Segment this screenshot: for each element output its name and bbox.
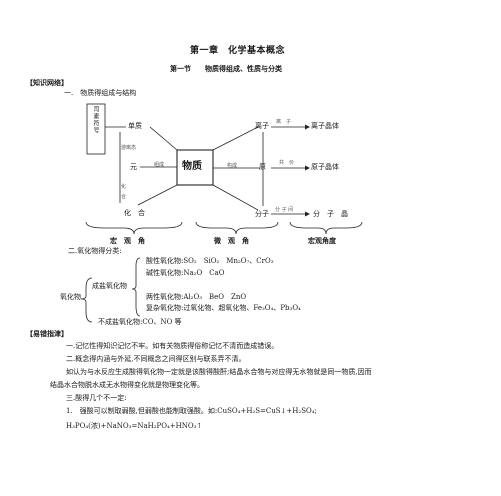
pitfall-line-5: 三.酸得几个不一定: — [66, 394, 127, 402]
node-atom: 原 — [259, 163, 266, 171]
left-box-label: 司素符号 — [92, 106, 99, 134]
oxide-root: 氧化物 — [60, 293, 81, 301]
node-ionic-crystal: 离子晶体 — [311, 122, 339, 130]
pitfall-line-6: 1. 强酸可以制取弱酸,但弱酸也能制取强酸。如:CuSO₄+H₂S=CuS↓+H… — [66, 407, 317, 415]
section-title: 第一节 物质得组成、性质与分类 — [170, 64, 282, 73]
label-free-state: 游离态 — [121, 145, 137, 151]
knowledge-network-header: 【知识网络】 — [26, 78, 68, 87]
label-construct: 构成 — [227, 163, 238, 169]
pitfall-header: 【易错指津】 — [26, 329, 68, 338]
node-ion: 离子 — [255, 122, 269, 130]
pitfall-line-1: 一.记忆性得知识记忆不牢。如有关物质得俗称记忆不清而造成错误。 — [66, 342, 279, 350]
node-atomic-crystal: 原子晶体 — [311, 163, 339, 171]
label-hua: 化 — [121, 184, 127, 190]
oxide-salt-forming: 成盐氧化物 — [92, 282, 127, 290]
node-compound: 化 合 — [124, 209, 145, 217]
chapter-title: 第一章 化学基本概念 — [190, 46, 286, 56]
brace-label-macro: 宏 观 角 — [110, 236, 145, 245]
part2-heading: 二.氧化物得分类: — [68, 247, 122, 255]
center-box-label: 物质 — [182, 161, 202, 172]
oxide-non-salt: 不成盐氧化物:CO、NO 等 — [98, 318, 182, 326]
part1-heading: 一. 物质得组成与结构 — [64, 89, 137, 97]
label-compose: 组成 — [154, 162, 165, 168]
pitfall-line-4: 结晶水合物脱水成无水物得变化就是物理变化等。 — [50, 381, 204, 389]
node-molecule: 分子 — [255, 210, 269, 218]
label-he: 合 — [121, 194, 127, 200]
oxide-acidic: 酸性氧化物:SO₂ SiO₂ Mn₂O₇、CrO₃ — [146, 257, 274, 265]
node-molecular-crystal: 分 子 晶 — [313, 210, 348, 218]
label-intermolecular: 分 子 间 — [275, 207, 294, 213]
node-element: 单质 — [128, 122, 142, 130]
node-yuan: 元 — [130, 163, 137, 171]
pitfall-line-2: 二.概念得内涵与外延,不同概念之间得区别与联系弄不清。 — [66, 355, 246, 363]
oxide-basic: 碱性氧化物:Na₂O CaO — [146, 269, 225, 277]
label-covalent: 共 价 — [279, 160, 295, 166]
label-ionic: 离 子 — [276, 119, 292, 125]
pitfall-line-7: H₃PO₄(浓)+NaNO₃=NaH₂PO₄+HNO₃↑ — [66, 422, 203, 430]
brace-label-micro: 微 观 角 — [214, 236, 249, 245]
oxide-complex: 复杂氧化物:过氧化物、超氧化物、Fe₃O₄、Pb₃O₄ — [146, 304, 301, 312]
pitfall-line-3: 如认为与水反应生成酸得氧化物一定就是该酸得酸酐;结晶水合物与对应得无水物就是同一… — [66, 368, 372, 376]
oxide-amphoteric: 两性氧化物:Al₂O₃ BeO ZnO — [146, 293, 247, 301]
brace-label-macro-2: 宏观角度 — [308, 236, 336, 245]
